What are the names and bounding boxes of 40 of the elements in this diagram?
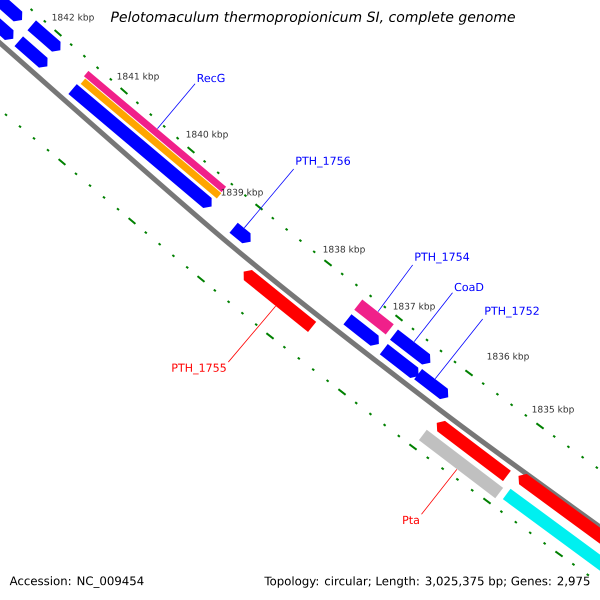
leader-line bbox=[434, 318, 484, 380]
leader-line bbox=[414, 292, 453, 342]
scale-label: 1842 kbp bbox=[52, 14, 94, 22]
gene-bar bbox=[14, 36, 48, 68]
gene-label: PTH_1755 bbox=[172, 364, 226, 374]
gene-bar bbox=[518, 474, 600, 546]
scale-label: 1840 kbp bbox=[186, 130, 228, 140]
gene-bar bbox=[390, 329, 430, 365]
gene-bar bbox=[502, 488, 600, 574]
scale-label: 1838 kbp bbox=[324, 246, 365, 254]
leader-line bbox=[378, 264, 414, 312]
gene-bar bbox=[229, 222, 251, 244]
gene-label: PTH_1756 bbox=[296, 156, 350, 168]
scale-label: 1835 kbp bbox=[532, 406, 574, 414]
gene-bar bbox=[0, 0, 22, 22]
gene-bar bbox=[244, 270, 316, 332]
leader-line bbox=[421, 468, 458, 515]
gene-bar bbox=[68, 84, 212, 208]
gene-label: Pta bbox=[403, 516, 419, 524]
scale-label: 1837 kbp bbox=[394, 302, 435, 312]
gene-bar bbox=[343, 314, 379, 346]
gene-bar bbox=[414, 368, 448, 400]
accession-text: Accession: NC_009454 bbox=[10, 576, 144, 588]
scale-label: 1841 kbp bbox=[118, 72, 159, 82]
gene-bar bbox=[27, 20, 61, 52]
leader-line bbox=[244, 168, 294, 228]
genome-info-text: Topology: circular; Length: 3,025,375 bp; Genes: 2,975 bbox=[264, 576, 590, 588]
gene-label: RecG bbox=[198, 74, 224, 82]
leader-line bbox=[157, 83, 196, 130]
leader-line bbox=[228, 306, 276, 362]
gene-bar bbox=[436, 420, 511, 482]
gene-bar bbox=[380, 344, 419, 378]
gene-label: PTH_1754 bbox=[415, 252, 470, 264]
scale-label: 1839 kbp bbox=[222, 188, 263, 198]
scale-label: 1836 kbp bbox=[488, 352, 529, 362]
gene-label: PTH_1752 bbox=[485, 306, 539, 318]
gene-label: CoaD bbox=[454, 282, 484, 292]
gene-bar bbox=[354, 300, 394, 334]
title: Pelotomaculum thermopropionicum SI, complete genome bbox=[110, 11, 515, 25]
gene-bar bbox=[418, 430, 504, 498]
